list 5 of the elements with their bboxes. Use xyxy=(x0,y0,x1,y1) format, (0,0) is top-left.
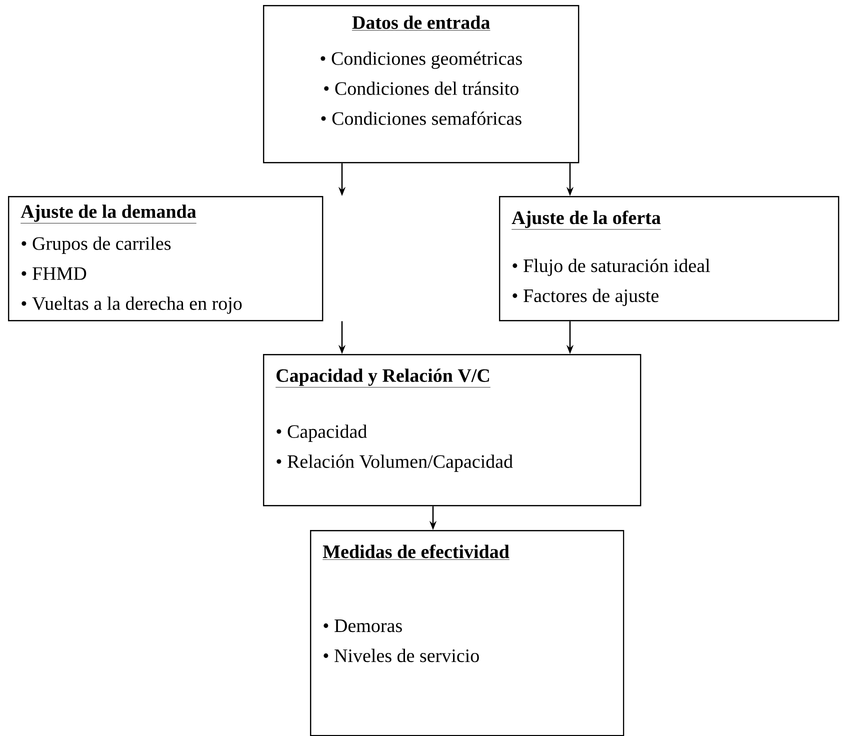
process-box: Medidas de efectividad • Demoras • Niveles de servicio xyxy=(310,530,624,736)
process-box: Capacidad y Relación V/C • Capacidad • Relación Volumen/Capacidad xyxy=(263,354,642,506)
process-box: Ajuste de la demanda • Grupos de carriles • FHMD • Vueltas a la derecha en rojo xyxy=(8,196,324,322)
process-box: Ajuste de la oferta • Flujo de saturación ideal • Factores de ajuste xyxy=(499,196,840,322)
process-box: Datos de entrada • Condiciones geométricas • Condiciones del tránsito • Condiciones semafóricas xyxy=(263,5,580,164)
